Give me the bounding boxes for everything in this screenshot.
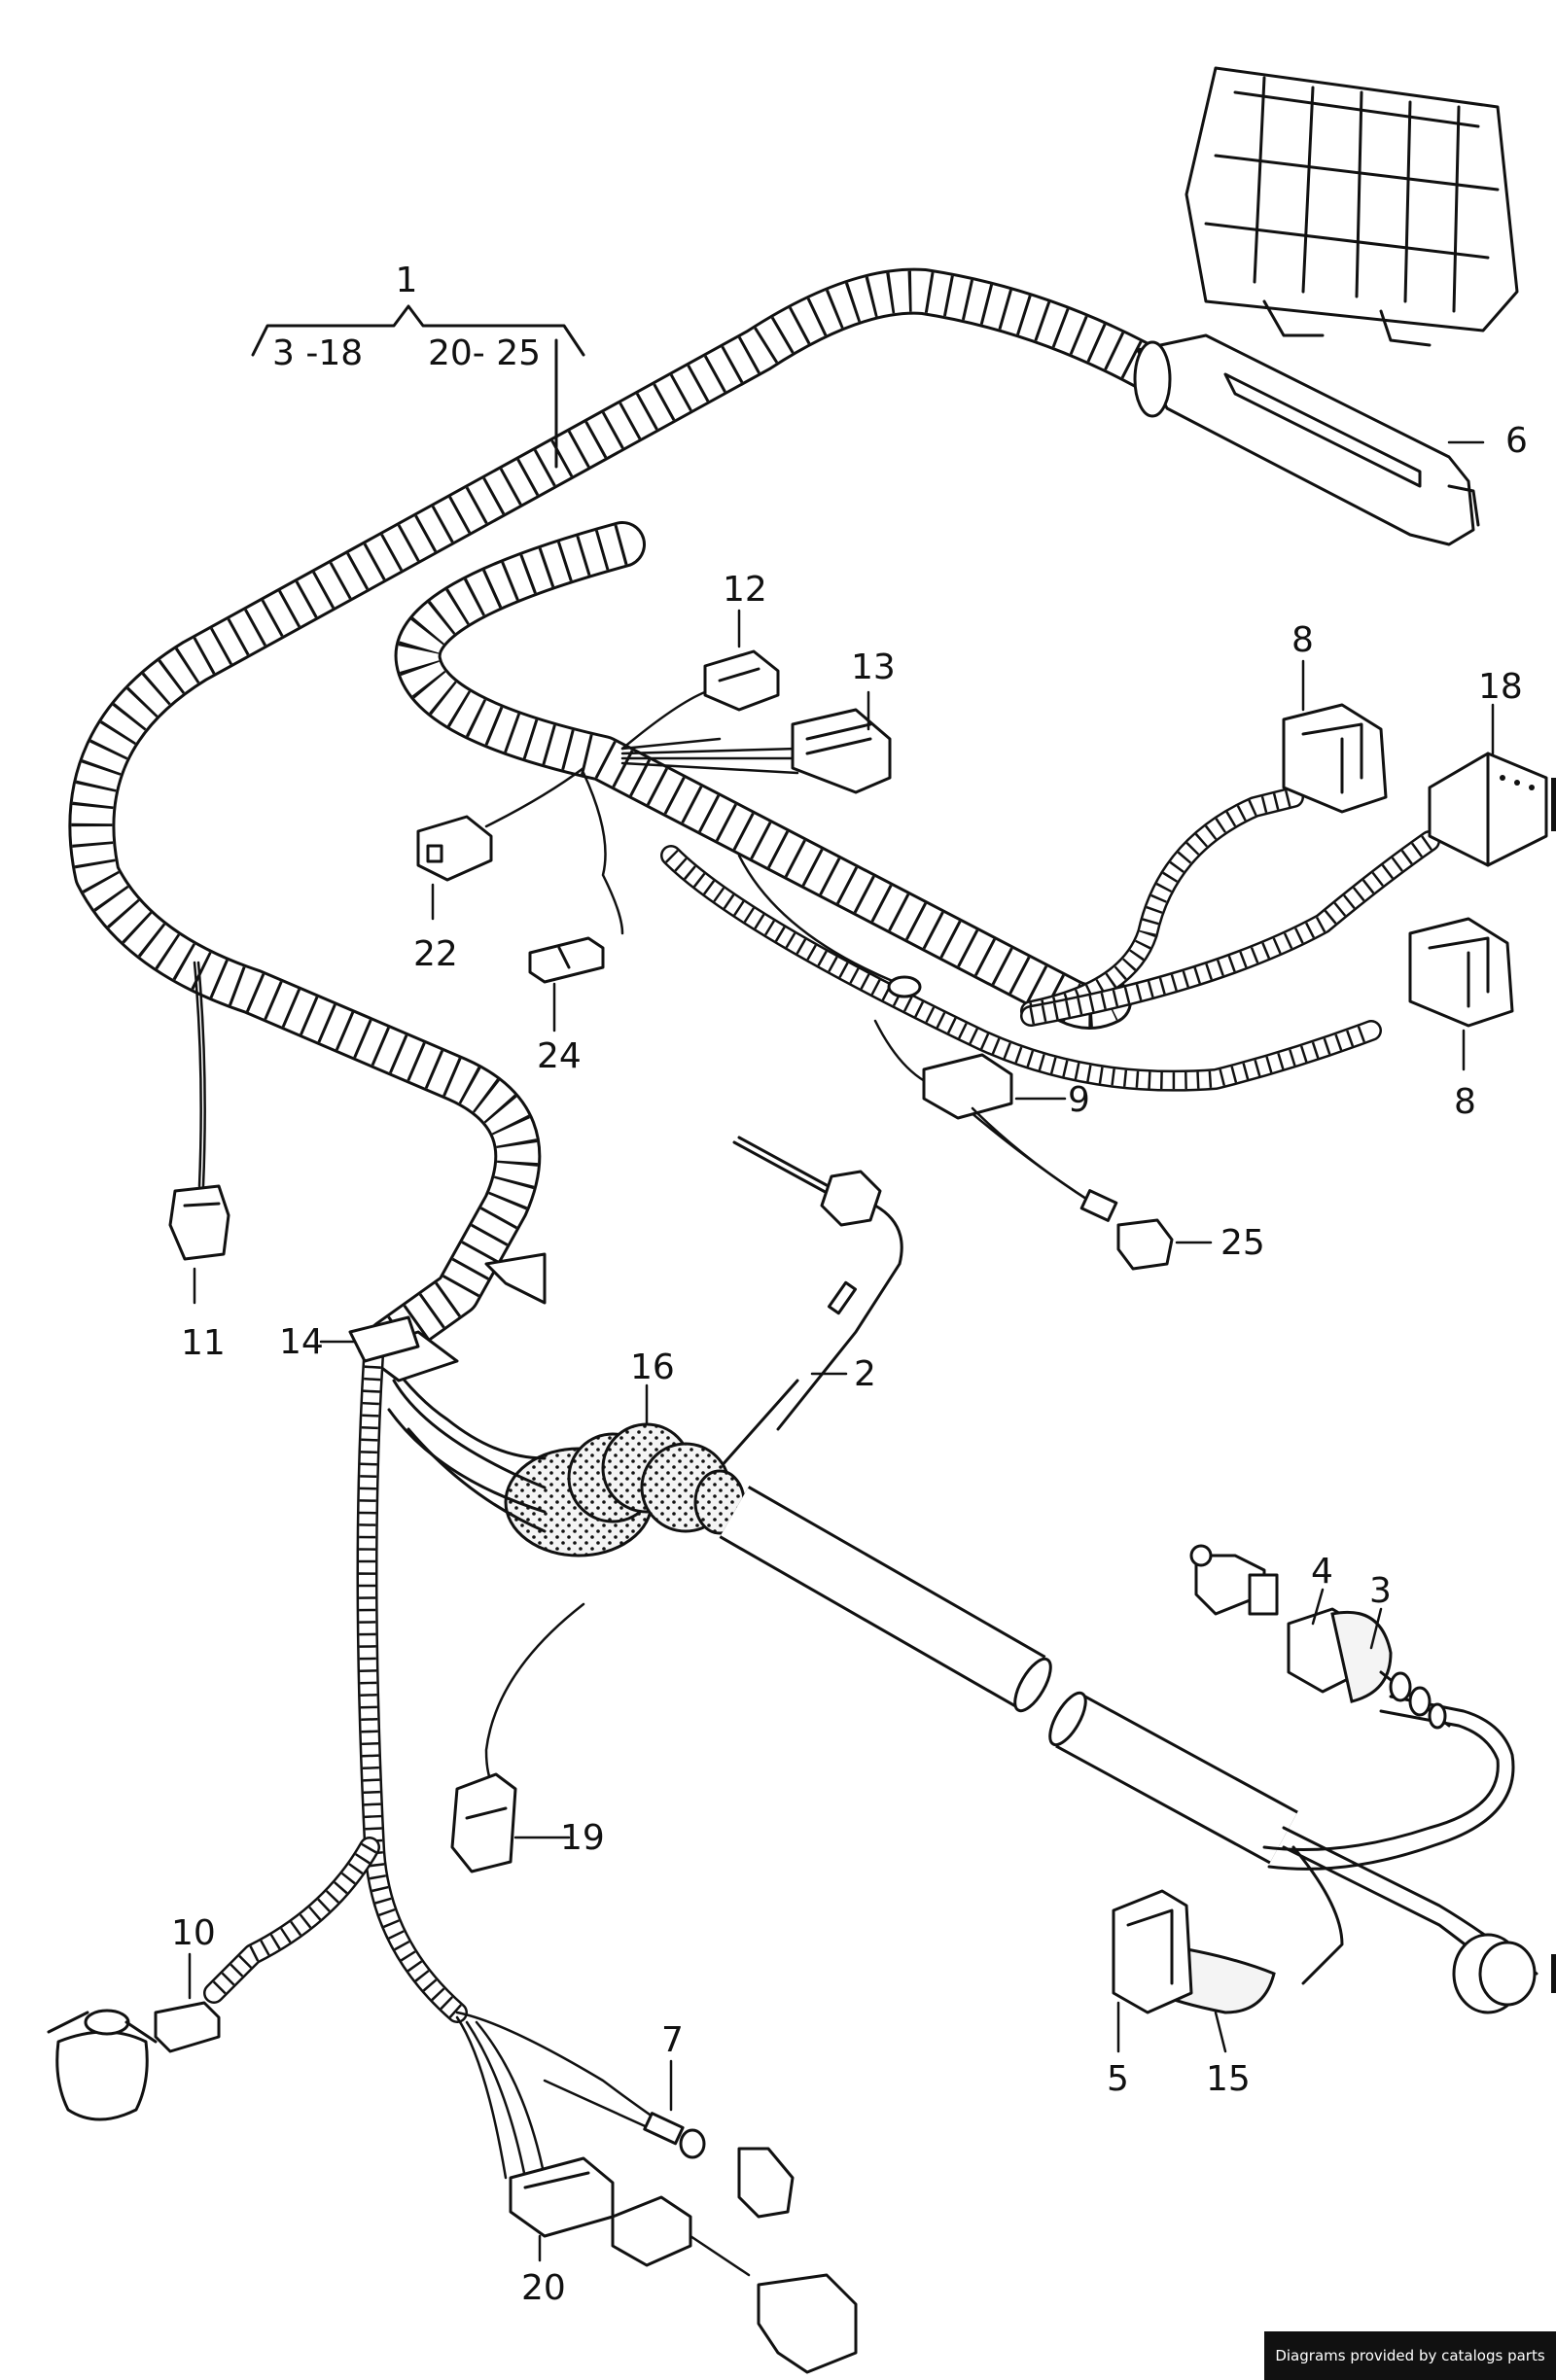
leader-lines [188, 440, 1495, 2262]
control-unit [1185, 66, 1519, 347]
connector-7 [543, 2079, 795, 2219]
ring-terminal [887, 975, 922, 998]
callout-18: 18 [1478, 667, 1523, 707]
callout-24: 24 [537, 1036, 582, 1076]
callout-8-upper: 8 [1291, 620, 1314, 660]
connector-5 [1112, 1889, 1193, 2014]
inner-branch-loom [394, 521, 1132, 1030]
callout-22: 22 [413, 934, 458, 974]
group-right-range: 20- 25 [428, 333, 541, 373]
control-unit-connector [1133, 333, 1480, 546]
callouts: 6 12 13 8 18 22 24 8 9 25 11 14 2 16 4 3… [171, 421, 1528, 2308]
lamp-housing [47, 2009, 158, 2121]
branch-looms [660, 787, 1440, 1092]
large-tube [719, 1486, 1298, 1865]
callout-25: 25 [1220, 1223, 1265, 1263]
callout-4: 4 [1311, 1552, 1333, 1592]
connector-24 [528, 936, 605, 984]
connector-12 [703, 649, 780, 712]
connector-8-upper [1282, 703, 1388, 814]
round-connector [1452, 1933, 1556, 2014]
grommet-16 [504, 1422, 746, 1558]
connector-10 [154, 2001, 221, 2053]
sensor-2 [718, 1136, 903, 1470]
connector-13 [791, 708, 892, 794]
main-harness-loom [68, 267, 1190, 1365]
callout-14: 14 [279, 1322, 324, 1362]
callout-10: 10 [171, 1913, 216, 1953]
callout-13: 13 [851, 648, 896, 687]
group-left-range: 3 -18 [272, 333, 363, 373]
callout-5: 5 [1107, 2059, 1129, 2099]
connector-8-lower [1408, 917, 1514, 1028]
connector-9 [922, 1053, 1013, 1120]
connector-19 [450, 1602, 585, 1873]
callout-3: 3 [1369, 1571, 1392, 1611]
band-14 [348, 1315, 420, 1363]
group-header: 1 3 -18 20- 25 [251, 261, 585, 469]
callout-9: 9 [1068, 1080, 1090, 1120]
sensor-4 [1189, 1544, 1279, 1616]
callout-7: 7 [661, 2020, 684, 2060]
attribution-footer: Diagrams provided by catalogs parts [1264, 2331, 1556, 2380]
callout-19: 19 [560, 1818, 605, 1858]
lower-harness [203, 1331, 673, 2180]
callout-16: 16 [630, 1348, 675, 1387]
callout-6: 6 [1505, 421, 1528, 461]
connector-22 [416, 815, 493, 882]
callout-2: 2 [854, 1354, 876, 1394]
callout-8-lower: 8 [1454, 1082, 1476, 1122]
connector-25 [971, 1106, 1174, 1271]
connector-20 [509, 2156, 858, 2374]
callout-12: 12 [723, 570, 767, 610]
callout-20: 20 [521, 2268, 566, 2308]
callout-11: 11 [181, 1323, 226, 1363]
connector-11 [168, 1184, 230, 1261]
connector-3 [1287, 1607, 1451, 1730]
callout-15: 15 [1206, 2059, 1251, 2099]
group-main-label: 1 [396, 261, 418, 300]
connector-18 [1428, 752, 1556, 867]
